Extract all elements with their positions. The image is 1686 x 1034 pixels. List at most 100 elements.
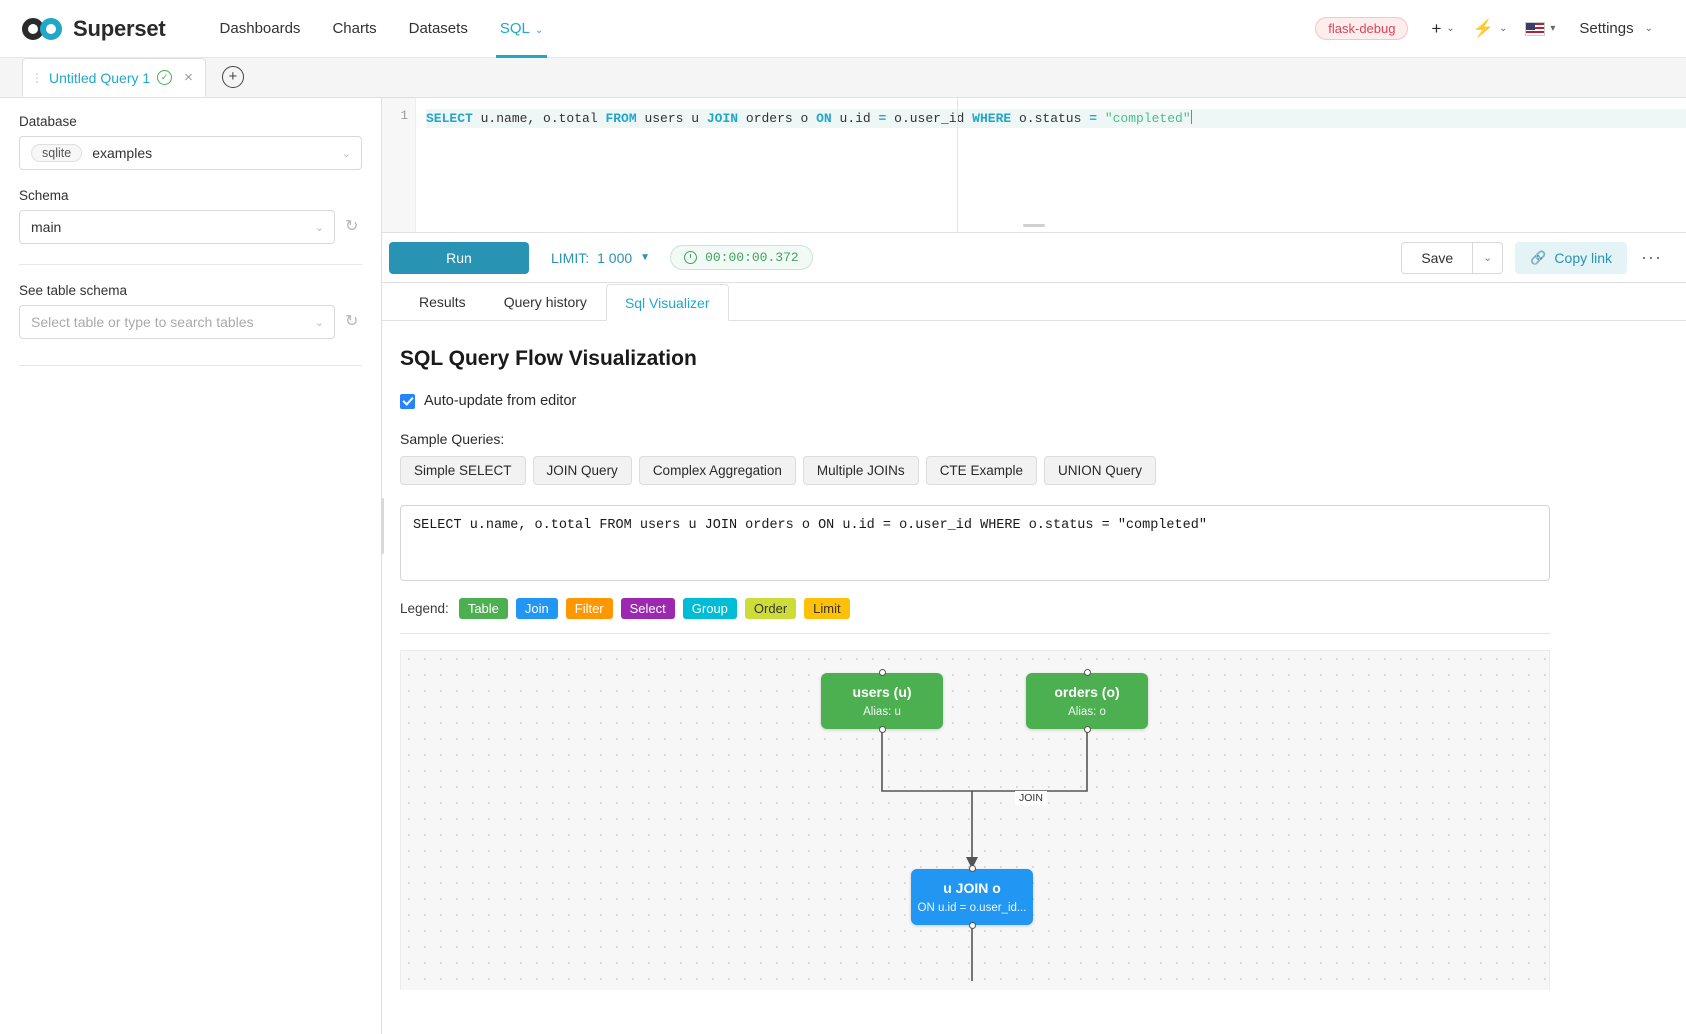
copy-link-button[interactable]: 🔗 Copy link xyxy=(1515,241,1628,274)
panel-resize-handle[interactable] xyxy=(381,498,384,554)
chevron-down-icon: ⌄ xyxy=(314,316,324,329)
close-icon[interactable]: × xyxy=(184,69,193,86)
us-flag-icon xyxy=(1525,21,1546,36)
nav-link-sql[interactable]: SQL ⌄ xyxy=(484,0,559,58)
sample-query-button-union-query[interactable]: UNION Query xyxy=(1043,456,1156,485)
nav-link-sql-label: SQL xyxy=(499,19,530,37)
editor-code-area[interactable]: SELECT u.name, o.total FROM users u JOIN… xyxy=(416,98,1686,232)
bolt-icon: ⚡ xyxy=(1472,18,1494,38)
legend-chip-limit: Limit xyxy=(804,598,850,619)
sample-query-button-simple-select[interactable]: Simple SELECT xyxy=(400,456,526,485)
nav-link-datasets[interactable]: Datasets xyxy=(408,19,468,37)
top-navbar: Superset Dashboards Charts Datasets SQL ⌄… xyxy=(0,0,1686,58)
refresh-tables-icon[interactable]: ↻ xyxy=(345,312,359,330)
language-selector[interactable]: ▾ xyxy=(1518,18,1562,40)
chevron-down-icon: ⌄ xyxy=(1644,23,1653,34)
refresh-schema-icon[interactable]: ↻ xyxy=(345,217,359,235)
status-check-icon: ✓ xyxy=(157,70,173,85)
infinity-logo-icon xyxy=(22,17,64,41)
legend-chip-table: Table xyxy=(458,598,508,619)
sql-editor[interactable]: 1 SELECT u.name, o.total FROM users u JO… xyxy=(382,98,1686,233)
left-query-panel: Database sqlite examples ⌄ Schema main ⌄… xyxy=(0,98,384,1034)
auto-update-label[interactable]: Auto-update from editor xyxy=(424,393,577,409)
table-schema-row: Select table or type to search tables ⌄ … xyxy=(19,305,362,339)
legend-chip-filter: Filter xyxy=(565,598,613,619)
sample-query-button-complex-aggregation[interactable]: Complex Aggregation xyxy=(638,456,796,485)
nav-link-charts[interactable]: Charts xyxy=(332,19,377,37)
flow-node-title: u JOIN o xyxy=(943,880,1001,896)
legend-chip-select: Select xyxy=(620,598,675,619)
auto-update-row: Auto-update from editor xyxy=(400,393,1550,409)
database-select[interactable]: sqlite examples ⌄ xyxy=(19,136,362,170)
query-tab-untitled-query-1[interactable]: ⋮ Untitled Query 1 ✓ × xyxy=(22,58,206,97)
tab-sql-visualizer[interactable]: Sql Visualizer xyxy=(605,284,729,321)
sql-input-textarea[interactable] xyxy=(400,505,1550,581)
node-handle-bottom[interactable] xyxy=(968,922,976,929)
brand-name: Superset xyxy=(73,15,166,41)
schema-label: Schema xyxy=(19,188,69,203)
auto-update-checkbox[interactable] xyxy=(400,393,415,409)
clock-icon xyxy=(684,251,698,264)
schema-select[interactable]: main ⌄ xyxy=(19,210,335,244)
nav-link-dashboards[interactable]: Dashboards xyxy=(219,19,301,37)
sample-query-button-join-query[interactable]: JOIN Query xyxy=(532,456,632,485)
toolbar-right-group: Save ⌄ 🔗 Copy link ··· xyxy=(1401,241,1664,274)
node-handle-top[interactable] xyxy=(878,669,886,676)
flow-node-subtitle: Alias: u xyxy=(863,706,901,718)
database-value: examples xyxy=(92,145,153,161)
flow-node-orders[interactable]: orders (o)Alias: o xyxy=(1026,669,1148,733)
new-item-button[interactable]: + ⌄ xyxy=(1424,15,1461,43)
flow-node-title: orders (o) xyxy=(1054,684,1120,700)
superset-logo[interactable]: Superset xyxy=(22,16,166,42)
chevron-down-icon: ⌄ xyxy=(314,221,324,234)
flow-edge-label: JOIN xyxy=(1015,791,1047,805)
run-button[interactable]: Run xyxy=(389,241,529,274)
chevron-down-icon: ⌄ xyxy=(1498,23,1508,34)
node-handle-top[interactable] xyxy=(968,865,976,872)
flow-node-users[interactable]: users (u)Alias: u xyxy=(821,669,943,733)
limit-dropdown[interactable]: LIMIT: 1 000 ▼ xyxy=(551,250,650,266)
settings-label: Settings xyxy=(1579,20,1634,37)
chevron-down-icon: ⌄ xyxy=(534,24,544,36)
page-title: SQL Query Flow Visualization xyxy=(400,347,697,370)
node-handle-bottom[interactable] xyxy=(878,726,886,733)
add-query-tab-button[interactable]: + xyxy=(221,66,244,88)
result-tabs: Results Query history Sql Visualizer xyxy=(382,283,1686,321)
query-flow-canvas[interactable]: users (u)Alias: u orders (o)Alias: o u JOI… xyxy=(400,650,1550,990)
caret-down-icon: ▾ xyxy=(1550,23,1556,34)
sql-visualizer-panel: SQL Query Flow Visualization Auto-update… xyxy=(382,321,1686,1034)
copy-link-label: Copy link xyxy=(1554,249,1613,266)
save-group: Save ⌄ xyxy=(1401,241,1504,274)
tab-results[interactable]: Results xyxy=(419,293,466,310)
right-query-panel: 1 SELECT u.name, o.total FROM users u JO… xyxy=(382,98,1686,1034)
save-button[interactable]: Save xyxy=(1401,241,1474,274)
query-tab-bar: ⋮ Untitled Query 1 ✓ × + xyxy=(0,58,1686,98)
schema-row: main ⌄ ↻ xyxy=(19,210,362,244)
settings-menu[interactable]: Settings ⌄ xyxy=(1566,16,1660,41)
sample-query-button-cte-example[interactable]: CTE Example xyxy=(925,456,1037,485)
editor-toolbar: Run LIMIT: 1 000 ▼ 00:00:00.372 Save ⌄ 🔗… xyxy=(382,224,1686,283)
save-dropdown-chevron-down-icon[interactable]: ⌄ xyxy=(1473,241,1504,274)
sample-query-button-multiple-joins[interactable]: Multiple JOINs xyxy=(802,456,919,485)
plus-icon: + xyxy=(1431,18,1442,38)
node-handle-bottom[interactable] xyxy=(1083,726,1091,733)
nav-right: flask-debug + ⌄ ⚡ ⌄ ▾ Settings ⌄ xyxy=(1315,15,1660,43)
table-select[interactable]: Select table or type to search tables ⌄ xyxy=(19,305,335,339)
more-options-icon[interactable]: ··· xyxy=(1641,247,1662,267)
node-handle-top[interactable] xyxy=(1083,669,1091,676)
line-number: 1 xyxy=(400,109,408,123)
legend-chip-order: Order xyxy=(744,598,797,619)
sample-queries-label: Sample Queries: xyxy=(400,431,505,447)
flow-edges xyxy=(881,729,1088,981)
bolt-menu-button[interactable]: ⚡ ⌄ xyxy=(1466,15,1515,43)
database-label: Database xyxy=(19,114,77,129)
drag-grip-icon[interactable]: ⋮ xyxy=(31,70,43,85)
table-schema-label: See table schema xyxy=(19,283,128,298)
editor-resize-handle[interactable] xyxy=(1023,224,1045,227)
query-tab-label: Untitled Query 1 xyxy=(49,69,151,86)
tab-query-history[interactable]: Query history xyxy=(503,293,587,310)
editor-code-line: SELECT u.name, o.total FROM users u JOIN… xyxy=(426,109,1686,128)
editor-gutter: 1 xyxy=(382,98,416,232)
